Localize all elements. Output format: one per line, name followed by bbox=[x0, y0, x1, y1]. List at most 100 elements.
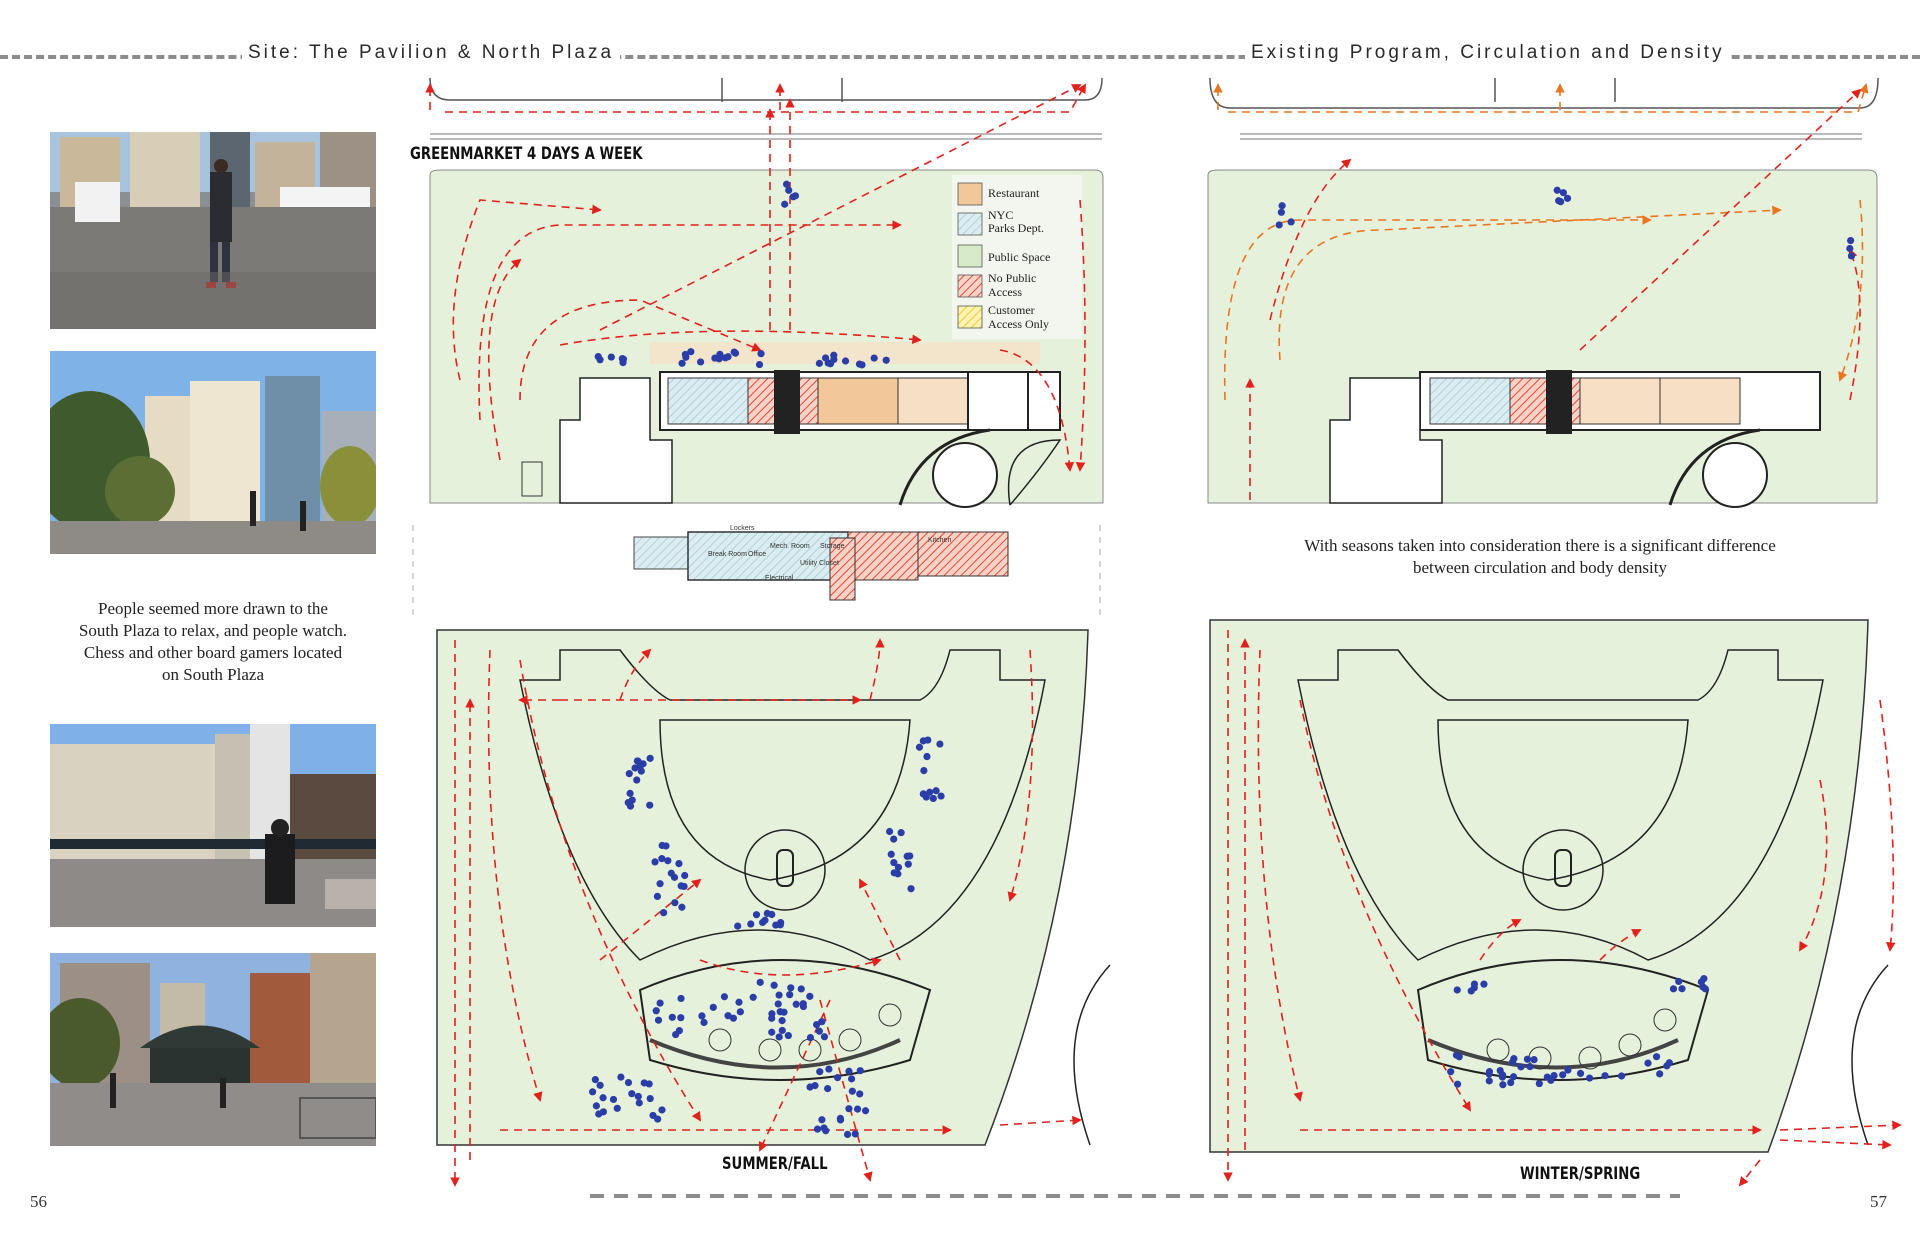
person-dot bbox=[885, 827, 894, 836]
person-dot bbox=[640, 1079, 648, 1087]
person-dot bbox=[890, 835, 898, 843]
person-dot bbox=[711, 354, 719, 362]
person-dot bbox=[774, 1000, 782, 1008]
person-dot bbox=[1846, 244, 1854, 253]
left-page-title: Site: The Pavilion & North Plaza bbox=[242, 42, 621, 64]
person-dot bbox=[813, 1020, 821, 1029]
room-office: Office bbox=[748, 551, 766, 558]
person-dot bbox=[609, 1095, 618, 1104]
circulation-path bbox=[1738, 1159, 1761, 1187]
person-dot bbox=[749, 993, 757, 1001]
person-dot bbox=[626, 789, 634, 797]
person-dot bbox=[729, 1014, 738, 1022]
person-dot bbox=[856, 1067, 864, 1075]
person-dot bbox=[1675, 977, 1683, 986]
person-dot bbox=[634, 1092, 642, 1101]
person-dot bbox=[759, 918, 767, 927]
person-dot bbox=[681, 871, 689, 880]
person-dot bbox=[658, 855, 666, 863]
person-dot bbox=[799, 1002, 808, 1011]
person-dot bbox=[937, 792, 945, 800]
person-dot bbox=[815, 1027, 823, 1035]
person-dot bbox=[595, 1110, 603, 1118]
person-dot bbox=[1847, 252, 1856, 260]
person-dot bbox=[820, 1124, 828, 1132]
person-dot bbox=[1510, 1055, 1518, 1063]
person-dot bbox=[825, 1065, 833, 1073]
pavilion-room-plan: Lockers Break Room Office Mech. Room Uti… bbox=[412, 525, 1101, 620]
person-dot bbox=[1559, 1071, 1567, 1079]
circulation-path bbox=[869, 638, 885, 701]
circulation-path bbox=[1228, 83, 1869, 113]
person-dot bbox=[855, 360, 864, 368]
person-dot bbox=[731, 349, 740, 357]
person-dot bbox=[1644, 1059, 1652, 1067]
person-dot bbox=[696, 358, 705, 366]
person-dot bbox=[1557, 198, 1565, 206]
room-break: Break Room bbox=[708, 551, 747, 558]
person-dot bbox=[781, 200, 789, 208]
person-dot bbox=[625, 770, 633, 778]
person-dot bbox=[1663, 1062, 1671, 1070]
circulation-path bbox=[1299, 699, 1472, 1112]
circulation-path bbox=[599, 84, 1082, 331]
person-dot bbox=[890, 869, 898, 877]
person-dot bbox=[652, 1007, 660, 1015]
person-dot bbox=[628, 1090, 636, 1098]
person-dot bbox=[757, 350, 765, 358]
person-dot bbox=[926, 788, 934, 796]
person-dot bbox=[1453, 986, 1461, 994]
circulation-path bbox=[1799, 779, 1828, 952]
circulation-path bbox=[999, 349, 1075, 472]
circulation-path bbox=[1599, 929, 1642, 961]
people-density bbox=[588, 180, 1856, 1139]
person-dot bbox=[845, 1105, 853, 1113]
person-dot bbox=[936, 740, 944, 748]
person-dot bbox=[1278, 202, 1286, 210]
person-dot bbox=[843, 1130, 852, 1139]
room-storage: Storage bbox=[820, 543, 845, 550]
circulation-path bbox=[487, 649, 543, 1102]
person-dot bbox=[894, 863, 903, 871]
person-dot bbox=[687, 348, 695, 356]
person-dot bbox=[836, 1114, 844, 1122]
person-dot bbox=[1480, 980, 1488, 988]
person-dot bbox=[736, 1008, 744, 1016]
person-dot bbox=[1470, 980, 1479, 988]
circulation-path bbox=[819, 999, 873, 1182]
person-dot bbox=[845, 1067, 853, 1075]
circulation-path bbox=[559, 330, 922, 346]
person-dot bbox=[592, 1102, 600, 1110]
room-mech: Mech. Room bbox=[770, 543, 810, 550]
circulation-path bbox=[999, 1115, 1082, 1126]
person-dot bbox=[1530, 1056, 1538, 1064]
person-dot bbox=[599, 1094, 607, 1102]
person-dot bbox=[596, 1081, 604, 1089]
photo-south-plaza bbox=[50, 724, 376, 927]
room-lockers: Lockers bbox=[730, 525, 755, 532]
person-dot bbox=[785, 186, 793, 194]
person-dot bbox=[1847, 236, 1855, 245]
room-electrical: Electrical bbox=[765, 575, 794, 582]
person-dot bbox=[826, 360, 835, 368]
person-dot bbox=[634, 757, 642, 765]
person-dot bbox=[1669, 985, 1678, 993]
circulation-path bbox=[1269, 158, 1352, 321]
circulation-paths bbox=[425, 83, 1902, 1187]
person-dot bbox=[915, 743, 924, 751]
person-dot bbox=[635, 1099, 643, 1107]
person-dot bbox=[677, 1014, 685, 1022]
person-dot bbox=[678, 903, 686, 911]
person-dot bbox=[904, 860, 912, 868]
person-dot bbox=[588, 1088, 597, 1096]
person-dot bbox=[656, 880, 664, 888]
person-dot bbox=[675, 859, 683, 868]
person-dot bbox=[856, 1090, 864, 1098]
person-dot bbox=[1553, 186, 1561, 194]
person-dot bbox=[591, 1075, 599, 1084]
circulation-path bbox=[519, 299, 762, 401]
circulation-path bbox=[1779, 1139, 1892, 1150]
person-dot bbox=[780, 1008, 788, 1016]
